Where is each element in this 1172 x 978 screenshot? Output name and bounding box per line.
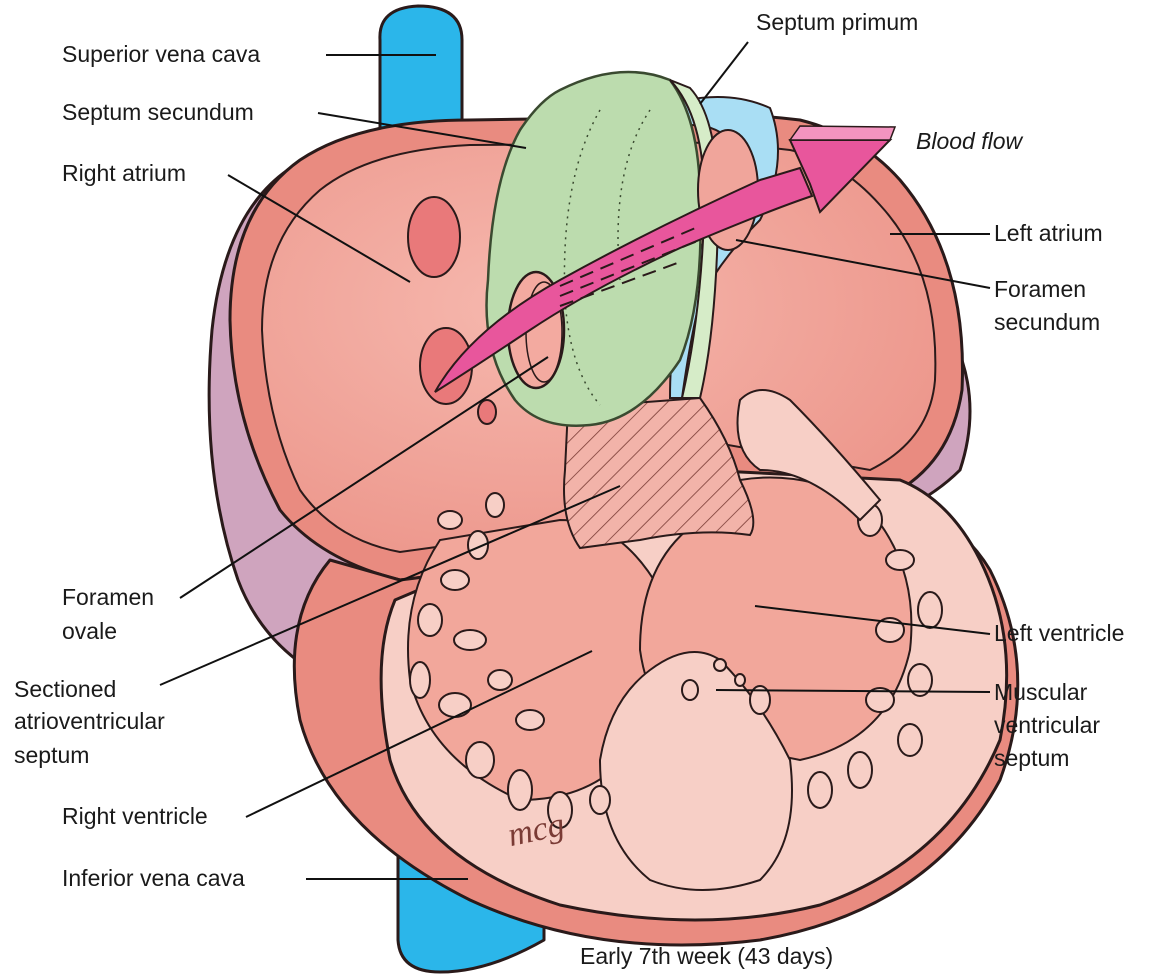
label-left-ventricle: Left ventricle (994, 620, 1124, 646)
label-foramen-secundum-line2: secundum (994, 309, 1100, 335)
label-septum-secundum: Septum secundum (62, 99, 254, 125)
coronary-sinus-opening (478, 400, 496, 424)
label-inferior-vena-cava: Inferior vena cava (62, 865, 245, 891)
label-sectioned-av-septum-line1: Sectioned (14, 676, 116, 702)
label-muscular-vs-line1: Muscular (994, 679, 1088, 705)
label-sectioned-av-septum-line2: atrioventricular (14, 708, 165, 734)
blood-flow-arrowhead-top (790, 126, 895, 140)
svc-opening (408, 197, 460, 277)
label-superior-vena-cava: Superior vena cava (62, 41, 260, 67)
figure-caption: Early 7th week (43 days) (580, 943, 833, 969)
label-right-ventricle: Right ventricle (62, 803, 208, 829)
label-muscular-vs-line3: septum (994, 745, 1069, 771)
label-sectioned-av-septum-line3: septum (14, 742, 89, 768)
label-foramen-ovale-line2: ovale (62, 618, 117, 644)
label-septum-primum: Septum primum (756, 9, 918, 35)
label-left-atrium: Left atrium (994, 220, 1103, 246)
label-right-atrium: Right atrium (62, 160, 186, 186)
label-muscular-vs-line2: ventricular (994, 712, 1100, 738)
label-blood-flow: Blood flow (916, 128, 1024, 154)
label-foramen-secundum-line1: Foramen (994, 276, 1086, 302)
label-foramen-ovale-line1: Foramen (62, 584, 154, 610)
